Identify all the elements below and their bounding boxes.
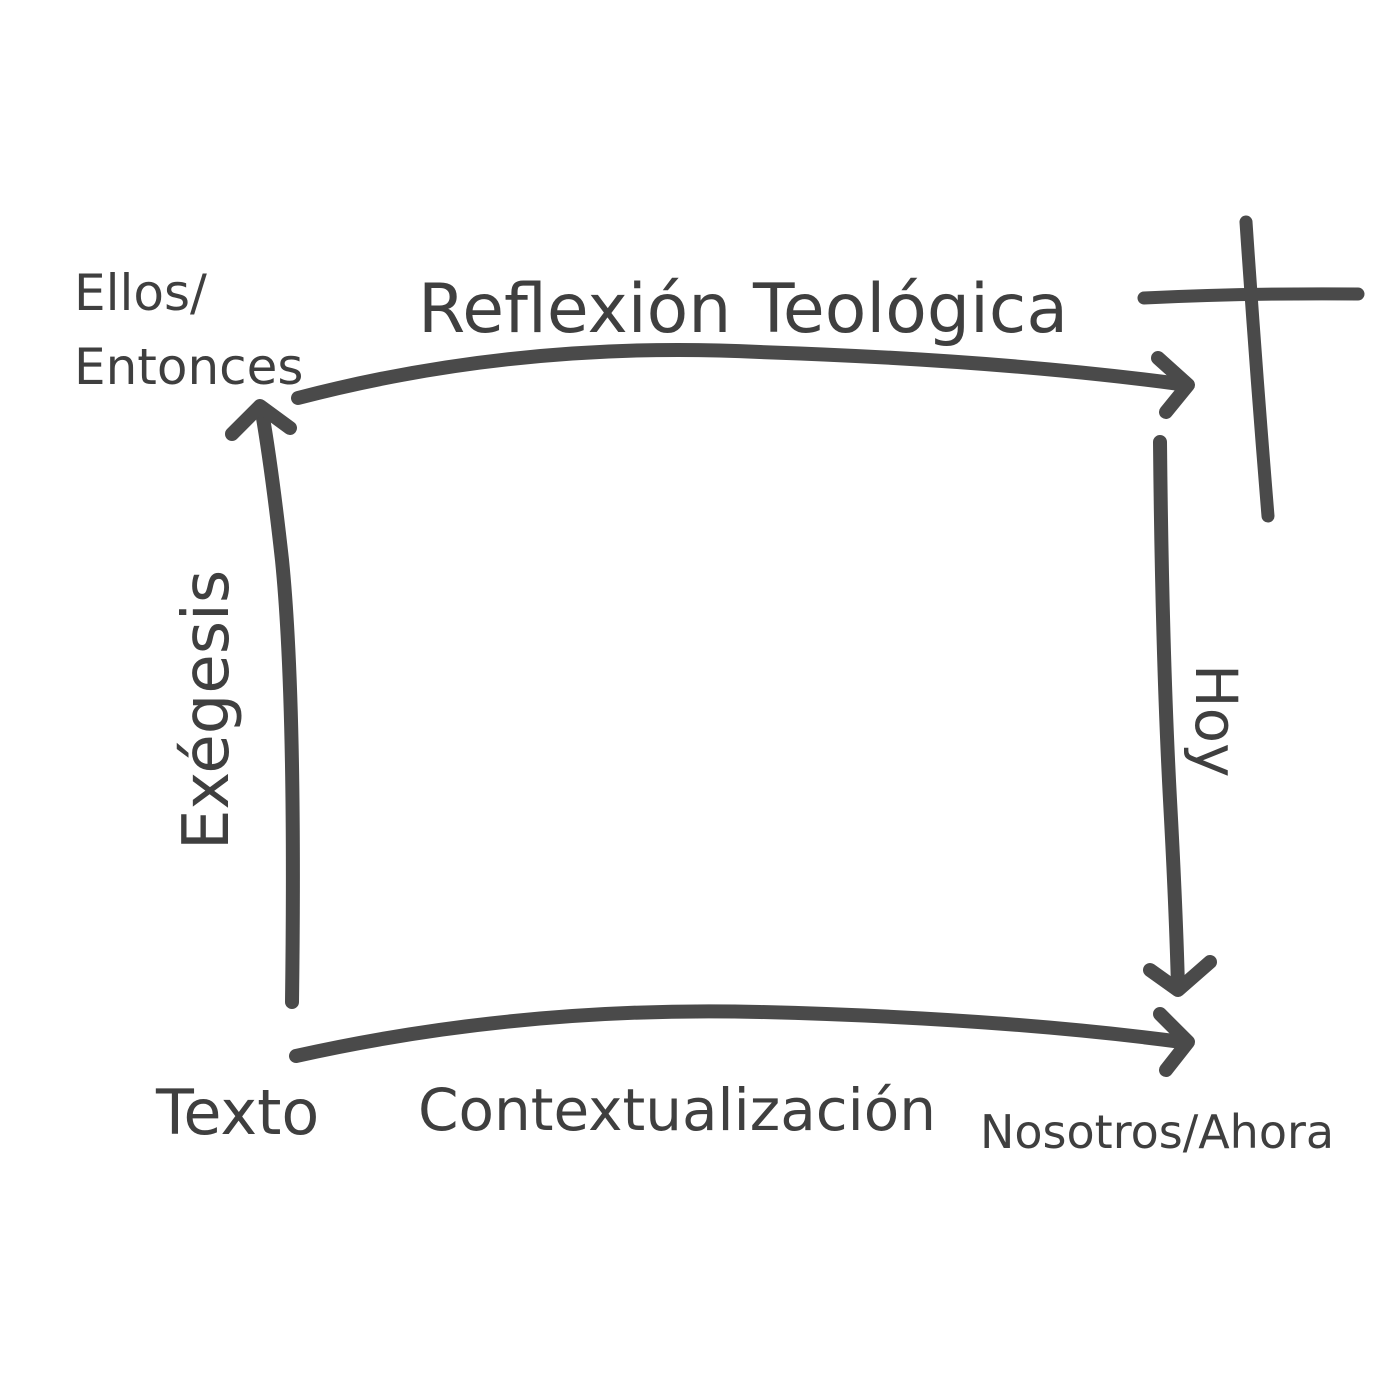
left-arrow-shaft [255, 405, 300, 1009]
cross-icon-vertical [1239, 215, 1275, 523]
bottom-arrow [289, 1004, 1195, 1077]
right-arrow-head [1143, 955, 1217, 997]
cross-icon [1137, 215, 1365, 523]
bottom-arrow-head [1153, 1007, 1195, 1077]
right-arrow-shaft [1153, 435, 1185, 995]
top-arrow [291, 342, 1195, 419]
label-texto: Texto [155, 1076, 319, 1149]
label-exegesis: Exégesis [170, 570, 244, 850]
right-arrow [1143, 435, 1217, 997]
label-ellos: Ellos/ [74, 264, 207, 322]
top-arrow-head [1151, 351, 1195, 419]
left-arrow [225, 399, 300, 1009]
left-arrow-head [225, 399, 297, 441]
label-entonces: Entonces [74, 338, 303, 396]
label-nosotros-ahora: Nosotros/Ahora [980, 1105, 1334, 1159]
cross-icon-horizontal [1137, 287, 1365, 305]
label-hoy: Hoy [1182, 664, 1250, 777]
bottom-arrow-shaft [289, 1004, 1189, 1063]
top-arrow-shaft [291, 342, 1187, 405]
label-contextualizacion: Contextualización [418, 1076, 936, 1144]
label-reflexion-teologica: Reflexión Teológica [418, 270, 1068, 349]
